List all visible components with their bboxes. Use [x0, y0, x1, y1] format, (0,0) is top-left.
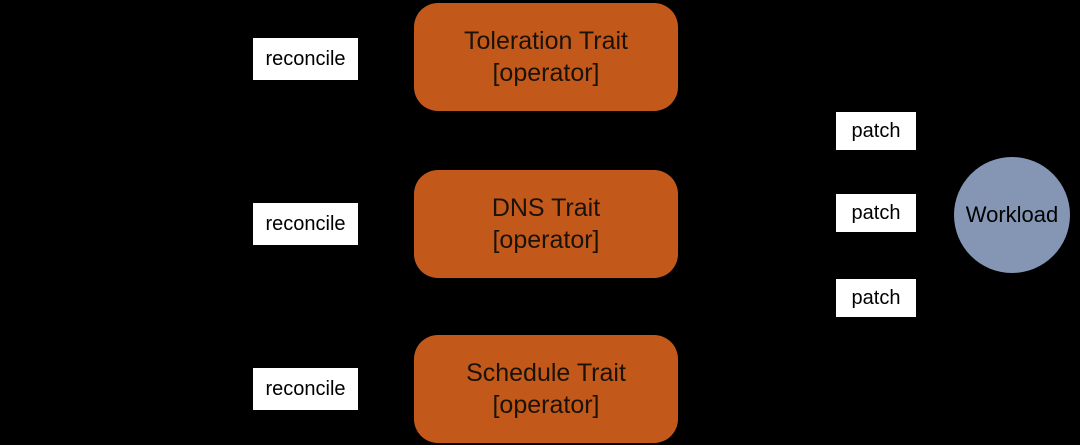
- trait-box-title: Toleration Trait: [464, 27, 628, 55]
- reconcile-label-2: reconcile: [253, 203, 358, 245]
- patch-label-2: patch: [836, 194, 916, 232]
- trait-box-subtitle: [operator]: [492, 391, 600, 419]
- patch-label-1: patch: [836, 112, 916, 150]
- trait-box-dns: DNS Trait [operator]: [414, 170, 678, 278]
- reconcile-label-1: reconcile: [253, 38, 358, 80]
- workload-label: Workload: [965, 202, 1059, 227]
- trait-box-schedule: Schedule Trait [operator]: [414, 335, 678, 443]
- trait-box-title: Schedule Trait: [466, 359, 626, 387]
- trait-box-subtitle: [operator]: [492, 59, 600, 87]
- trait-box-subtitle: [operator]: [492, 226, 600, 254]
- patch-label-3: patch: [836, 279, 916, 317]
- trait-box-title: DNS Trait: [491, 194, 601, 222]
- reconcile-label-3: reconcile: [253, 368, 358, 410]
- trait-box-toleration: Toleration Trait [operator]: [414, 3, 678, 111]
- workload-node: Workload: [954, 157, 1070, 273]
